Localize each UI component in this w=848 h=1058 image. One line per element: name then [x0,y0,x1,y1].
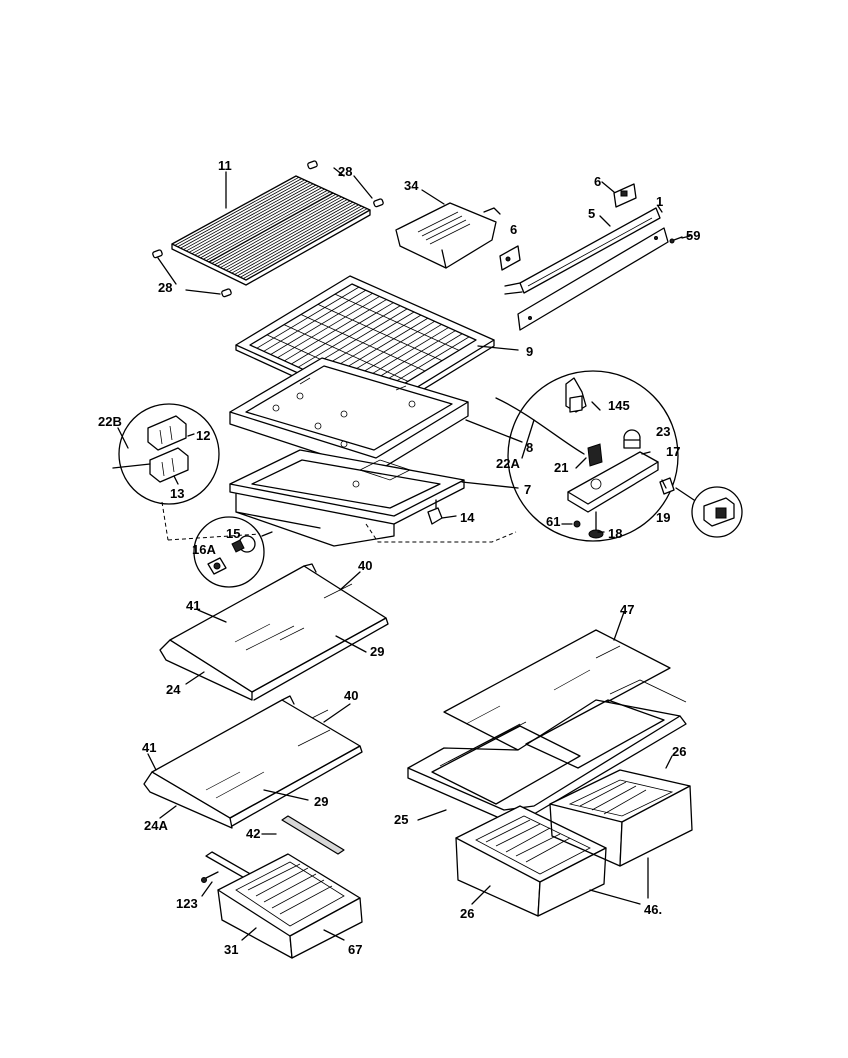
label-22b: 22B [98,414,122,429]
label-6-top: 6 [594,174,601,189]
wire-rod [217,196,342,267]
label-31: 31 [224,942,238,957]
wire-rod [194,186,319,256]
label-24a: 24A [144,818,168,833]
drawer-part-31 [217,853,363,959]
bracket-part-6-lower [499,245,521,271]
label-24: 24 [166,682,181,697]
label-7: 7 [524,482,531,497]
leader-lines [117,167,691,941]
crisper-glass-part-47 [443,629,671,751]
grille-crossbar [300,314,426,372]
detail-circle-control [365,370,679,543]
label-19: 19 [656,510,670,525]
shelf-frame-part-8 [229,357,469,473]
label-9: 9 [526,344,533,359]
label-34: 34 [404,178,419,193]
crisper-cover-part-9 [235,275,495,417]
label-23: 23 [656,424,670,439]
label-22a: 22A [496,456,520,471]
label-11: 11 [218,158,232,173]
wire-shelf-center-bar [208,192,334,263]
label-42: 42 [246,826,260,841]
wire-rod [203,190,328,260]
label-67: 67 [348,942,362,957]
label-15: 15 [226,526,240,541]
label-12: 12 [196,428,210,443]
frame-part-7 [229,449,465,547]
wire-rod [223,199,348,270]
grille-crossbar [283,324,409,382]
part-labels: 11 28 34 6 5 1 59 6 28 9 22B 12 13 8 7 1… [98,158,700,957]
label-17: 17 [666,444,680,459]
label-123: 123 [176,896,198,911]
label-26-right: 26 [672,744,686,759]
label-13: 13 [170,486,184,501]
label-59: 59 [686,228,700,243]
label-5: 5 [588,206,595,221]
wire-rod [197,187,322,257]
label-6-mid: 6 [510,222,517,237]
label-145: 145 [608,398,630,413]
glass-shelf-lower [143,695,363,829]
label-21: 21 [554,460,568,475]
crisper-drawer-back-part-26 [549,769,693,867]
wire-rod [188,183,314,253]
shelf-end-caps-part-28 [152,160,384,298]
label-46: 46. [644,902,662,917]
wire-rod [177,178,302,248]
detail-circle-connector [675,486,743,538]
wire-rod [186,182,311,252]
label-41-lower: 41 [142,740,156,755]
label-40-upper: 40 [358,558,372,573]
label-16a: 16A [192,542,216,557]
detail-circle-lamp [193,516,273,588]
wire-rod [234,204,359,275]
label-28-bottom: 28 [158,280,172,295]
label-28-top: 28 [338,164,352,179]
grille-crossbar [317,303,443,362]
label-41-upper: 41 [186,598,200,613]
screw-part-123 [201,871,219,883]
crisper-drawer-front-part-26 [455,805,607,917]
label-47: 47 [620,602,634,617]
trim-rail-part-1 [517,227,669,331]
wire-rod [180,179,305,249]
wire-rod [231,203,356,274]
bracket-part-6-upper [613,183,637,208]
label-18: 18 [608,526,622,541]
bin-part-34 [395,202,501,269]
trim-rail-part-5 [504,207,661,295]
label-26-front: 26 [460,906,474,921]
label-1: 1 [656,194,663,209]
wire-rod [191,184,317,255]
wire-rod [211,193,337,264]
wire-rod [228,201,354,273]
detail-circle-left [112,403,261,541]
wire-rod [240,207,365,278]
label-61: 61 [546,514,560,529]
label-40-lower: 40 [344,688,358,703]
wire-shelf-part-11 [171,175,371,286]
screw-part-59 [669,236,683,244]
wire-rod [183,180,308,250]
glass-shelf-upper [159,563,389,701]
label-8: 8 [526,440,533,455]
wire-rod [225,200,351,271]
crisper-frame-part-25 [407,679,687,821]
wire-rod [214,195,339,266]
wire-rod [200,188,325,259]
label-29-upper: 29 [370,644,384,659]
label-25: 25 [394,812,408,827]
wire-rod [237,205,362,277]
wire-rod [205,191,331,261]
wire-rod [174,176,300,246]
wire-rod [242,208,368,279]
label-29-lower: 29 [314,794,328,809]
label-14: 14 [460,510,475,525]
wire-rod [220,197,345,268]
grille-crossbar [334,293,460,351]
